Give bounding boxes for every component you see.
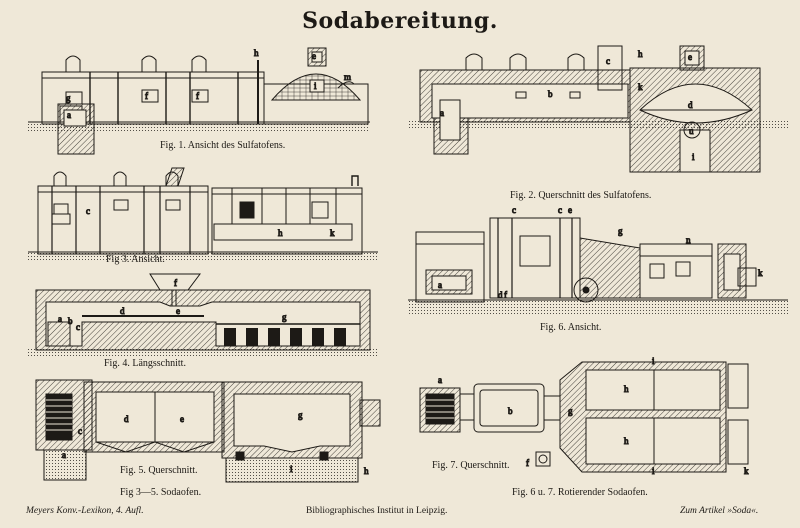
fig6-drawing (408, 217, 788, 314)
label-u-fig2: u (689, 126, 694, 136)
label-n-fig6: n (686, 235, 691, 245)
label-b-fig7: b (508, 406, 513, 416)
footer-article-reference: Zum Artikel »Soda«. (680, 506, 759, 516)
label-g-fig1: g (66, 93, 71, 103)
label-h-fig5: h (364, 466, 369, 476)
caption-fig4: Fig. 4. Längsschnitt. (104, 358, 186, 369)
footer-publication: Meyers Konv.-Lexikon, 4. Aufl. (26, 506, 144, 516)
label-k-fig6: k (758, 268, 763, 278)
label-f-fig4: f (174, 278, 177, 288)
label-f-fig7: f (526, 458, 529, 468)
label-h-fig2: h (638, 49, 643, 59)
fig5-drawing (35, 379, 381, 483)
label-e-fig2: e (688, 52, 692, 62)
label-i-fig5: i (290, 464, 293, 474)
label-e-fig5: e (180, 414, 184, 424)
label-g-fig4: g (282, 312, 287, 322)
label-d-fig6: d (498, 290, 503, 300)
label-i-fig7-top: i (652, 356, 655, 366)
label-h-fig7-top: h (624, 384, 629, 394)
label-c-fig2: c (606, 56, 610, 66)
label-a-fig4: a (58, 314, 62, 324)
caption-fig5: Fig. 5. Querschnitt. (120, 465, 198, 476)
label-m-fig1: m (344, 72, 351, 82)
label-h-fig1: h (254, 48, 259, 58)
caption-fig1: Fig. 1. Ansicht des Sulfatofens. (160, 140, 286, 151)
label-e-fig4: e (176, 306, 180, 316)
label-g-fig7: g (568, 406, 573, 416)
label-a-fig6: a (438, 280, 442, 290)
label-b-fig2: b (548, 89, 553, 99)
label-c-fig4: c (76, 322, 80, 332)
label-a-fig7: a (438, 375, 442, 385)
fig4-drawing (28, 273, 378, 358)
plate-title: Sodabereitung. (302, 8, 498, 34)
label-f-fig1b: f (196, 91, 199, 101)
label-i-fig2: i (692, 152, 695, 162)
caption-fig3: Fig 3. Ansicht. (106, 254, 165, 265)
label-g-fig6: g (618, 226, 623, 236)
fig7-drawing (419, 361, 749, 473)
fig2-drawing (408, 45, 788, 173)
label-a-fig5: a (62, 450, 66, 460)
label-i-fig1: i (314, 81, 317, 91)
label-c-fig6: c (512, 205, 516, 215)
label-a-fig1: a (67, 110, 71, 120)
label-k-fig7: k (744, 466, 749, 476)
label-d-fig2: d (688, 100, 693, 110)
caption-fig2: Fig. 2. Querschnitt des Sulfatofens. (510, 190, 652, 201)
label-b-fig4: b (68, 316, 73, 326)
label-c-fig5: c (78, 426, 82, 436)
label-e-fig1: e (312, 51, 316, 61)
label-i-fig7-bottom: i (652, 466, 655, 476)
label-c-fig3: c (86, 206, 90, 216)
label-a-fig2: a (440, 108, 444, 118)
label-h-fig7-bottom: h (624, 436, 629, 446)
label-f-fig1a: f (145, 91, 148, 101)
label-h-fig3: h (278, 228, 283, 238)
caption-fig6: Fig. 6. Ansicht. (540, 322, 602, 333)
label-g-fig5: g (298, 410, 303, 420)
label-k-fig2: k (638, 82, 643, 92)
fig1-drawing (28, 47, 370, 155)
label-d-fig4: d (120, 306, 125, 316)
fig3-drawing (28, 167, 378, 262)
caption-fig67: Fig. 6 u. 7. Rotierender Sodaofen. (512, 487, 648, 498)
label-c2-fig6: c (558, 205, 562, 215)
label-f-fig6: f (504, 290, 507, 300)
footer-publisher: Bibliographisches Institut in Leipzig. (306, 506, 448, 516)
caption-fig35: Fig 3—5. Sodaofen. (120, 487, 202, 498)
label-d-fig5: d (124, 414, 129, 424)
caption-fig7: Fig. 7. Querschnitt. (432, 460, 510, 471)
label-k-fig3: k (330, 228, 335, 238)
label-e-fig6: e (568, 205, 572, 215)
